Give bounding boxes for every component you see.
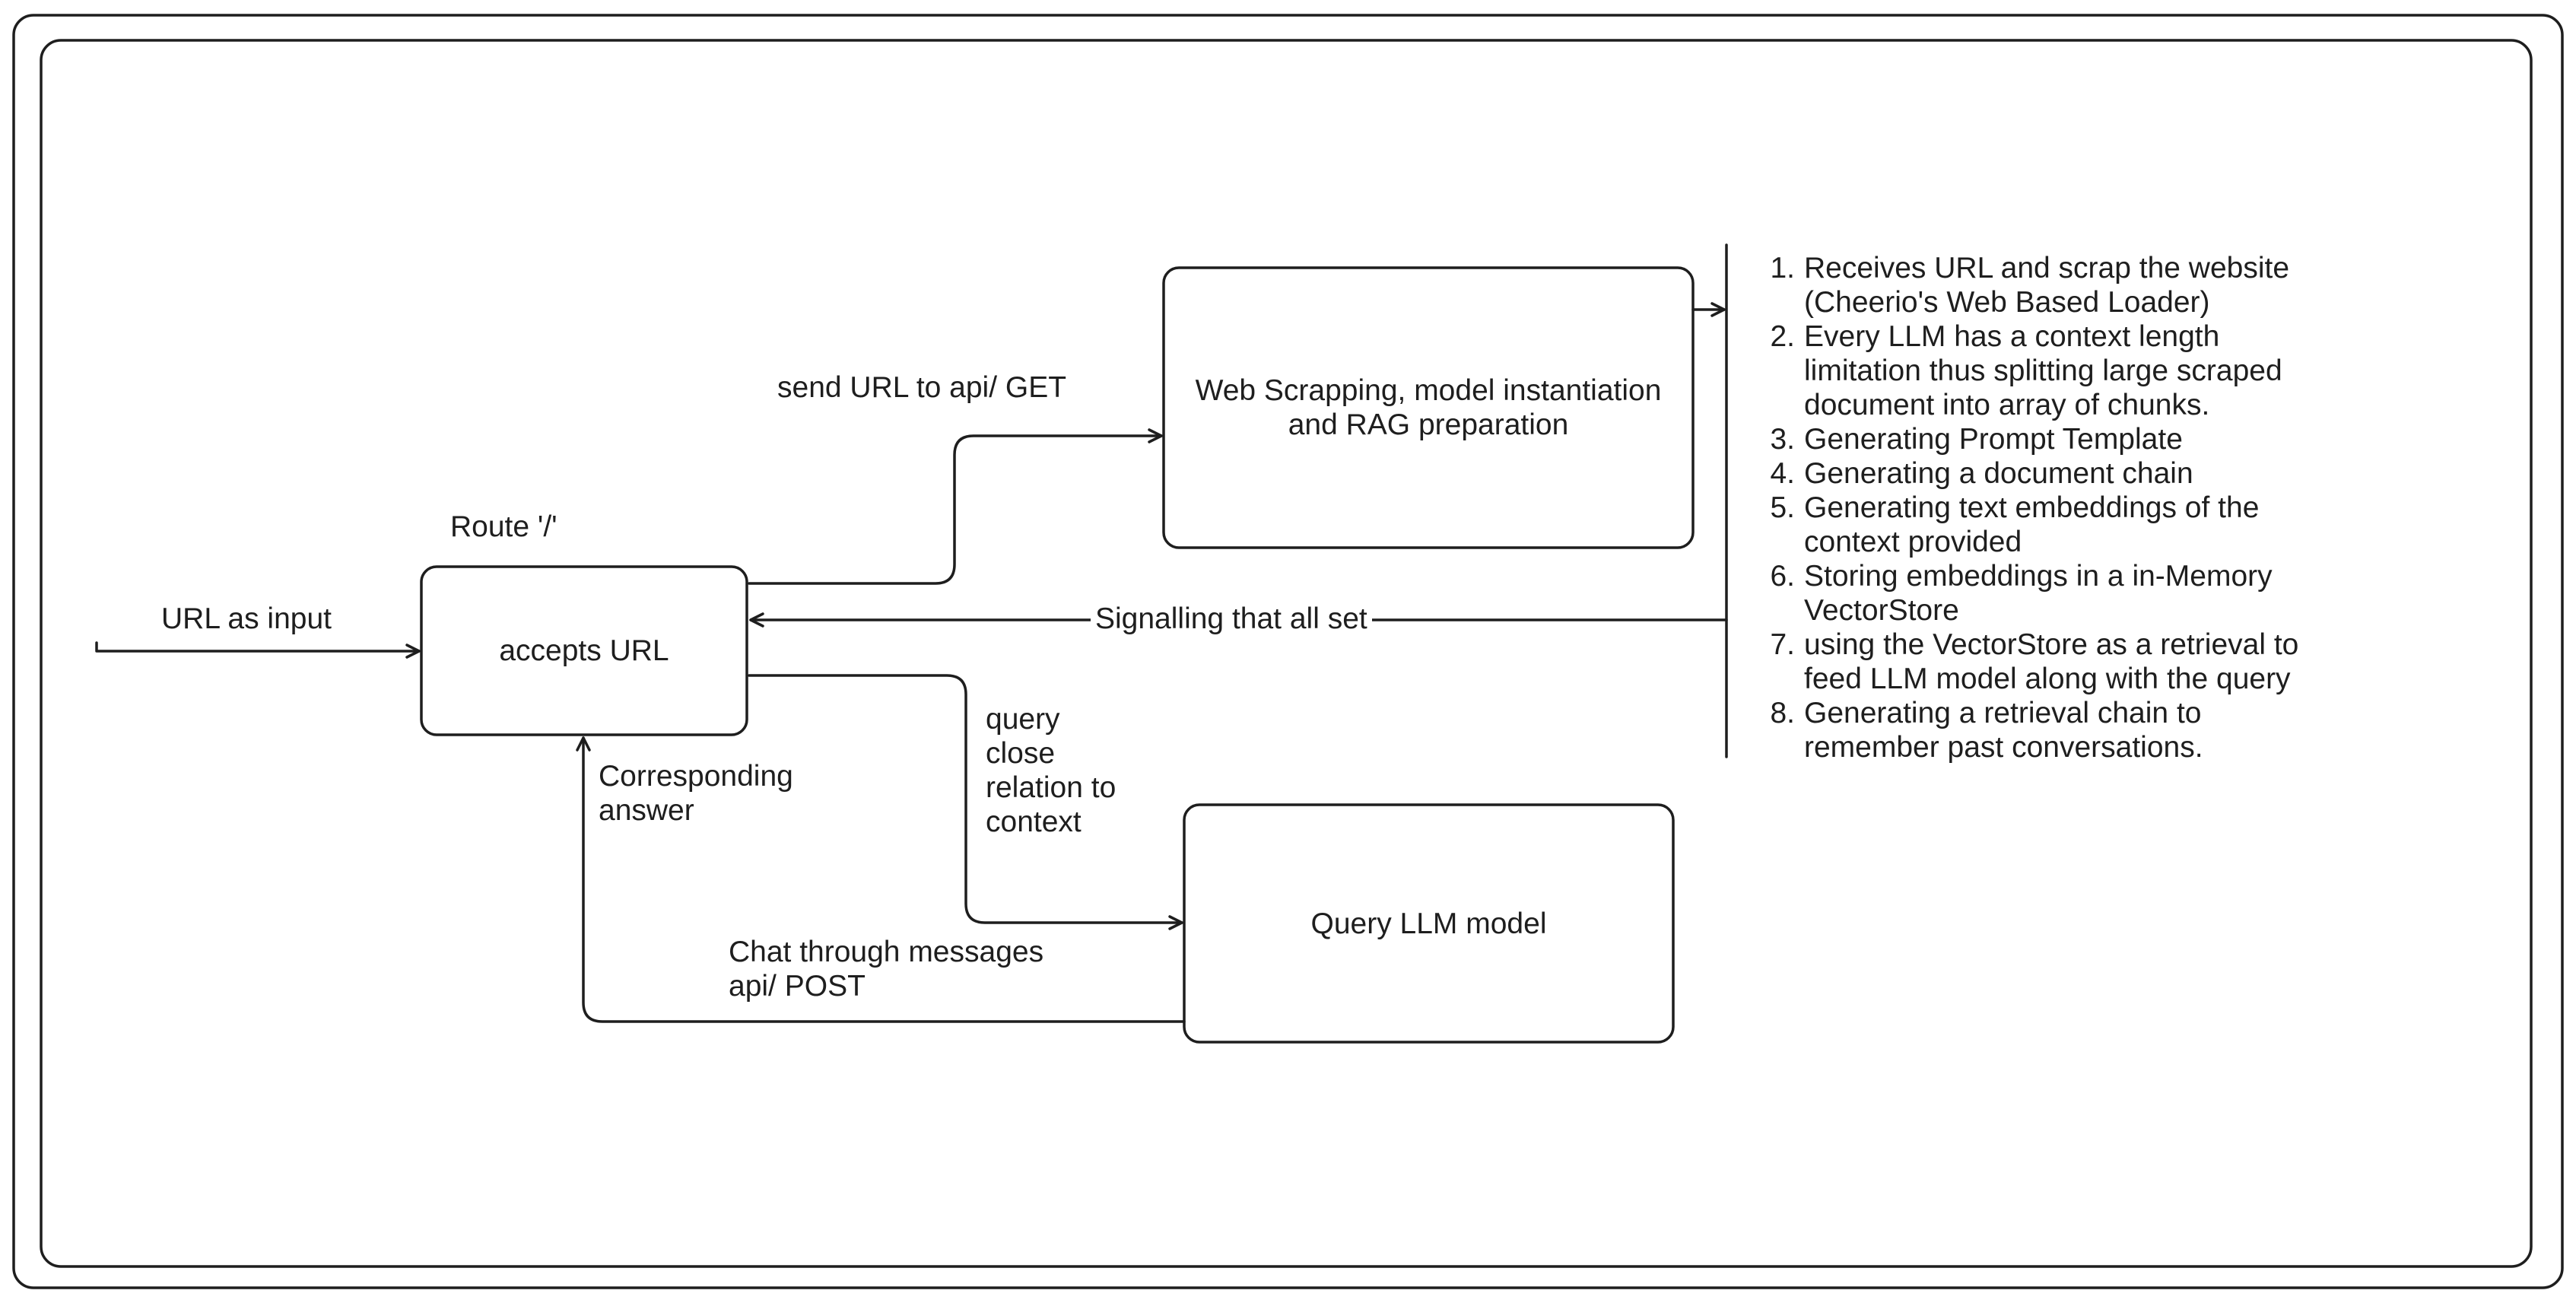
step-text: Receives URL and scrap the website (Chee… <box>1804 252 2290 319</box>
inner-frame <box>40 39 2533 1268</box>
step-text: Generating a document chain <box>1804 457 2193 490</box>
step-text: Storing embeddings in a in-Memory Vector… <box>1804 560 2273 627</box>
step-item: 5. Generating text embeddings of the con… <box>1758 491 2367 559</box>
input-arrow <box>95 641 421 659</box>
step-text: Generating Prompt Template <box>1804 423 2183 456</box>
get-request-label: send URL to api/ GET <box>777 371 1067 404</box>
step-number: 2. <box>1770 320 1795 353</box>
step-number: 7. <box>1770 628 1795 661</box>
get-request-arrow <box>748 428 1163 585</box>
step-item: 1. Receives URL and scrap the website (C… <box>1758 251 2367 319</box>
outer-frame <box>12 14 2564 1289</box>
step-text: using the VectorStore as a retrieval to … <box>1804 628 2299 695</box>
step-number: 5. <box>1770 491 1795 524</box>
route-label: Route '/' <box>450 510 557 543</box>
step-text: Every LLM has a context length limitatio… <box>1804 320 2282 421</box>
signal-label: Signalling that all set <box>1091 602 1372 636</box>
query-arrow <box>748 674 1183 930</box>
step-item: 7. using the VectorStore as a retrieval … <box>1758 628 2367 696</box>
step-item: 6. Storing embeddings in a in-Memory Vec… <box>1758 559 2367 628</box>
chat-post-label: Chat through messages api/ POST <box>729 936 1044 1003</box>
step-number: 8. <box>1770 697 1795 729</box>
step-text: Generating text embeddings of the contex… <box>1804 491 2260 558</box>
step-number: 3. <box>1770 423 1795 456</box>
step-number: 4. <box>1770 457 1795 490</box>
answer-label: Corresponding answer <box>599 760 793 827</box>
step-item: 4. Generating a document chain <box>1758 456 2367 491</box>
step-number: 1. <box>1770 252 1795 284</box>
step-item: 3. Generating Prompt Template <box>1758 422 2367 456</box>
steps-list: 1. Receives URL and scrap the website (C… <box>1758 251 2367 764</box>
accepts-url-box <box>420 565 748 736</box>
query-llm-text: Query LLM model <box>1310 907 1547 940</box>
web-scraping-text: Web Scrapping, model instantiation and R… <box>1195 374 1662 441</box>
step-text: Generating a retrieval chain to remember… <box>1804 697 2203 764</box>
web-scraping-box <box>1162 266 1695 549</box>
answer-arrow <box>576 736 1186 1023</box>
query-label: query close relation to context <box>986 703 1116 838</box>
step-number: 6. <box>1770 560 1795 593</box>
accepts-url-text: accepts URL <box>499 634 669 667</box>
url-input-label: URL as input <box>161 602 332 635</box>
step-item: 8. Generating a retrieval chain to remem… <box>1758 696 2367 764</box>
query-llm-box <box>1183 803 1675 1044</box>
step-item: 2. Every LLM has a context length limita… <box>1758 319 2367 422</box>
